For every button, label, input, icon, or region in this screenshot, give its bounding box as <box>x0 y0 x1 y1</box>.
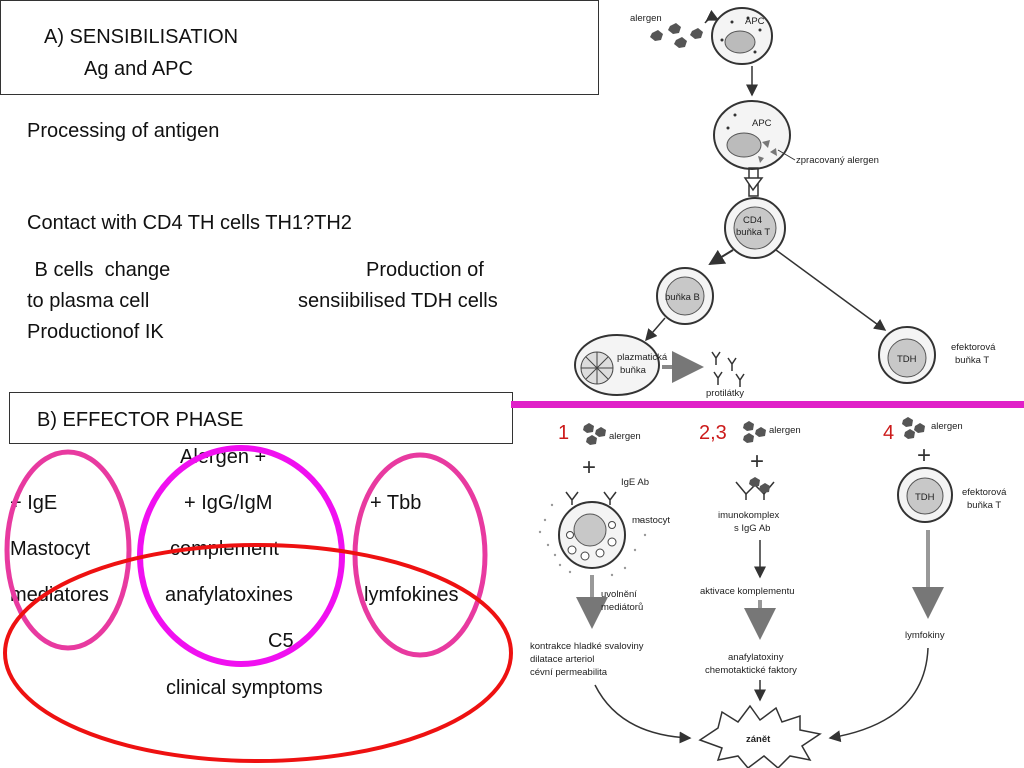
sensibilisation-box <box>0 0 599 95</box>
efektorova-label-top: efektorová <box>951 342 996 353</box>
permeabilita-label: cévní permeabilita <box>530 667 608 678</box>
apc-cell-processing: APC <box>713 100 791 170</box>
column-number-1: 1 <box>558 422 569 444</box>
b-cells-text-2: to plasma cell <box>27 290 150 312</box>
processing-text: Processing of antigen <box>27 120 220 142</box>
plus-col2: + <box>750 448 764 475</box>
plasma-cell: plazmatická buňka <box>574 334 668 396</box>
aktivace-label: aktivace komplementu <box>700 586 795 597</box>
tdh-label-top: TDH <box>897 354 917 365</box>
effector-title: B) EFFECTOR PHASE <box>37 409 244 431</box>
contact-text: Contact with CD4 TH cells TH1?TH2 <box>27 212 352 234</box>
uvolneni-mediatoru-label: mediátorů <box>601 602 643 613</box>
tdh-text-2: sensiibilised TDH cells <box>298 290 498 312</box>
column-number-4: 4 <box>883 422 894 444</box>
inflammation-burst: zánět <box>698 704 822 768</box>
efektorova-label-bottom: efektorová <box>962 487 1007 498</box>
lymfokiny-label: lymfokiny <box>905 630 945 641</box>
alergen-label-col3: alergen <box>931 421 963 432</box>
efektorova-bunka-label-bottom: buňka T <box>967 500 1001 511</box>
antibodies <box>711 351 745 387</box>
mastocyt-label: mastocyt <box>632 515 670 526</box>
imunokomplex-igg-label: s IgG Ab <box>734 523 770 534</box>
imunokomplex-label: imunokomplex <box>718 510 779 521</box>
allergen-particles-col2 <box>743 421 766 443</box>
cd4-t-cell: CD4 buňka T <box>724 197 786 259</box>
bunka-b-label: buňka B <box>665 292 700 303</box>
column-number-23: 2,3 <box>699 422 727 444</box>
mast-cell <box>538 501 647 577</box>
plazmaticka-label: plazmatická <box>617 352 668 363</box>
anafylatoxiny-label: anafylatoxiny <box>728 652 784 663</box>
plus-col3: + <box>917 442 931 469</box>
kontrakce-label: kontrakce hladké svaloviny <box>530 641 644 652</box>
ige-ab-label: IgE Ab <box>621 477 649 488</box>
zanet-label: zánět <box>746 734 771 745</box>
allergen-particles-col1 <box>583 423 606 445</box>
effector-box <box>9 392 513 444</box>
dilatace-label: dilatace arteriol <box>530 654 594 665</box>
tdh-text-1: Production of <box>366 259 484 281</box>
b-cells-text-3: Productionof IK <box>27 321 164 343</box>
allergen-particles-col3 <box>902 417 925 439</box>
apc-label-processing: APC <box>752 118 772 129</box>
tdh-cell-bottom: TDH <box>897 467 953 523</box>
apc-label-top: APC <box>745 16 765 27</box>
cd4-bunka-label: buňka T <box>736 227 770 238</box>
sensibilisation-subtitle: Ag and APC <box>84 58 193 80</box>
b-cells-text-1: B cells change <box>29 259 171 281</box>
b-cell: buňka B <box>656 267 714 325</box>
alergen-label-col2: alergen <box>769 425 801 436</box>
protilatky-label: protilátky <box>706 388 744 399</box>
alergen-label-col1: alergen <box>609 431 641 442</box>
ige-antibodies <box>565 491 617 505</box>
plus-col1: + <box>582 454 596 481</box>
alergen-label-top: alergen <box>630 13 662 24</box>
phase-divider <box>511 401 1024 408</box>
allergen-particles-top <box>650 23 703 48</box>
chemotakticke-label: chemotaktické faktory <box>705 665 797 676</box>
immunocomplex <box>735 481 775 500</box>
uvolneni-label: uvolnění <box>601 589 637 600</box>
efektorova-bunka-label-top: buňka T <box>955 355 989 366</box>
sensibilisation-title: A) SENSIBILISATION <box>44 26 239 48</box>
tdh-cell-top: TDH <box>878 326 936 384</box>
cd4-label: CD4 <box>743 215 762 226</box>
tdh-label-bottom: TDH <box>915 492 935 503</box>
zpracovany-alergen-label: zpracovaný alergen <box>796 155 879 166</box>
apc-cell-top: APC <box>711 7 773 65</box>
plazmaticka-bunka-label: buňka <box>620 365 647 376</box>
